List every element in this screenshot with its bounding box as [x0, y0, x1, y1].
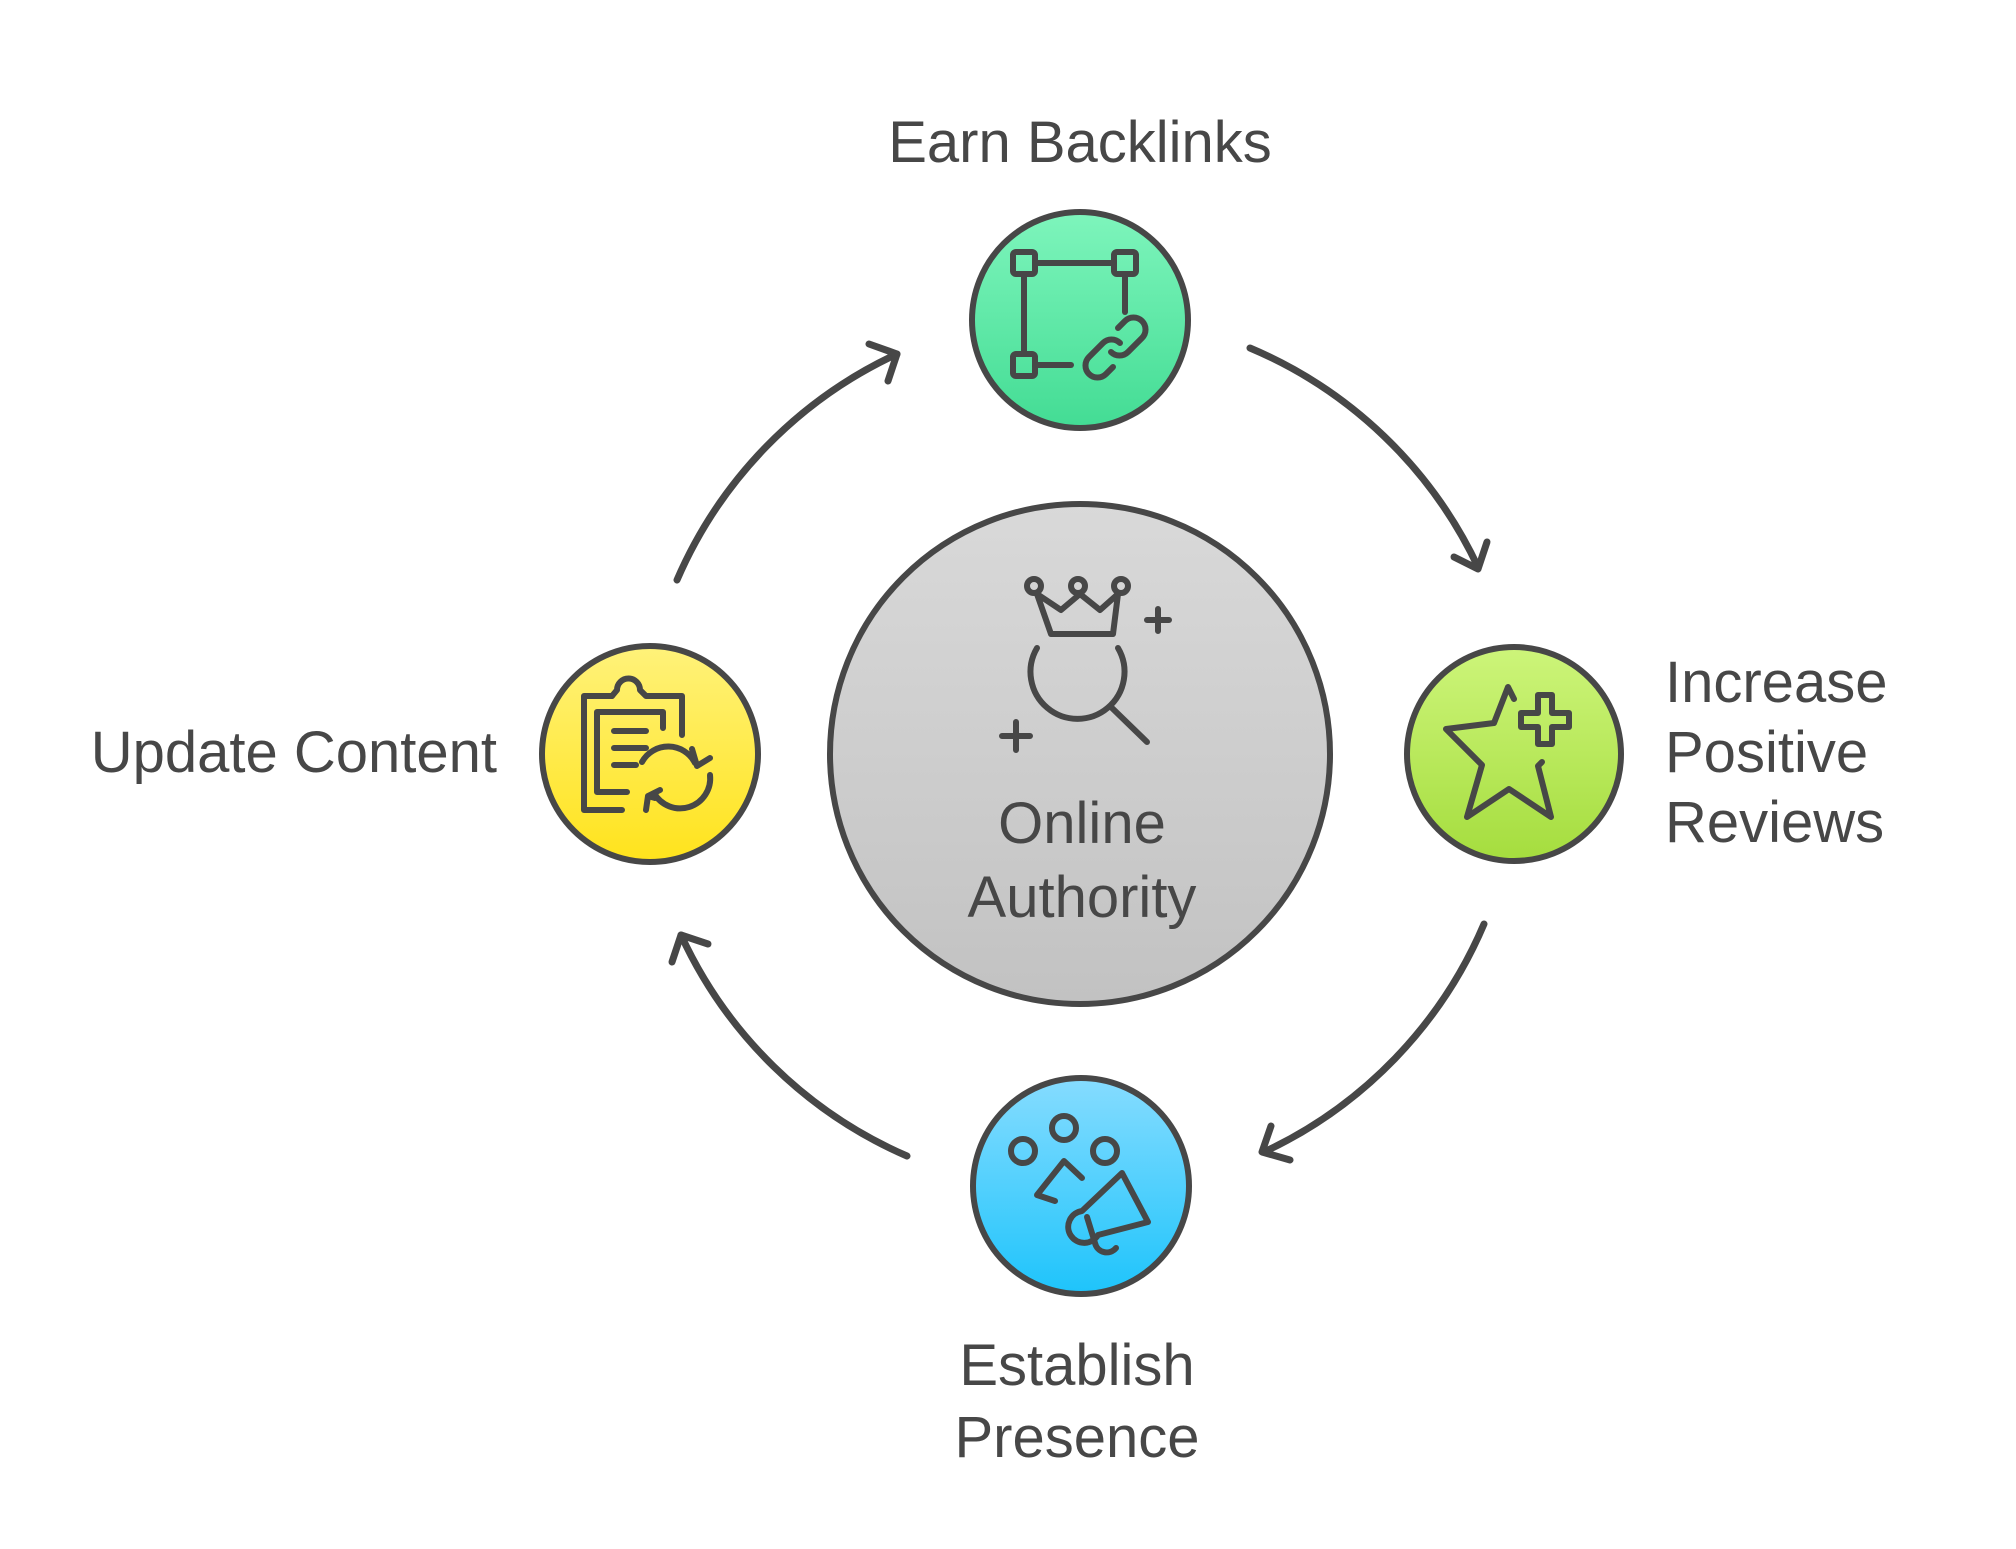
megaphone-audience-icon: [1008, 1113, 1151, 1256]
arrow-reviews-to-presence: [1258, 920, 1488, 1164]
crown-search-icon: [999, 576, 1172, 753]
center-label-line-2: Authority: [968, 865, 1197, 930]
clipboard-refresh-icon: [581, 675, 714, 813]
step-label-line-1: Establish: [959, 1333, 1194, 1398]
link-frame-icon: [1010, 249, 1149, 381]
step-label-line-2: Positive: [1665, 720, 1868, 785]
star-plus-icon: [1443, 684, 1572, 820]
step-label: Update Content: [91, 720, 497, 785]
step-label-line-3: Reviews: [1665, 790, 1884, 855]
arrow-content-to-backlinks: [673, 340, 901, 584]
center-node-online-authority: Online Authority: [827, 501, 1333, 1007]
step-label-line-1: Increase: [1665, 650, 1887, 715]
step-increase-positive-reviews: Increase Positive Reviews: [1404, 644, 1887, 864]
step-update-content: Update Content: [91, 643, 761, 865]
arrow-presence-to-content: [668, 931, 911, 1160]
step-label-line-2: Presence: [954, 1405, 1199, 1470]
center-label-line-1: Online: [998, 791, 1166, 856]
step-label: Earn Backlinks: [888, 110, 1272, 175]
arrow-backlinks-to-reviews: [1246, 344, 1491, 573]
step-establish-presence: Establish Presence: [954, 1075, 1200, 1470]
step-earn-backlinks: Earn Backlinks: [888, 110, 1272, 431]
